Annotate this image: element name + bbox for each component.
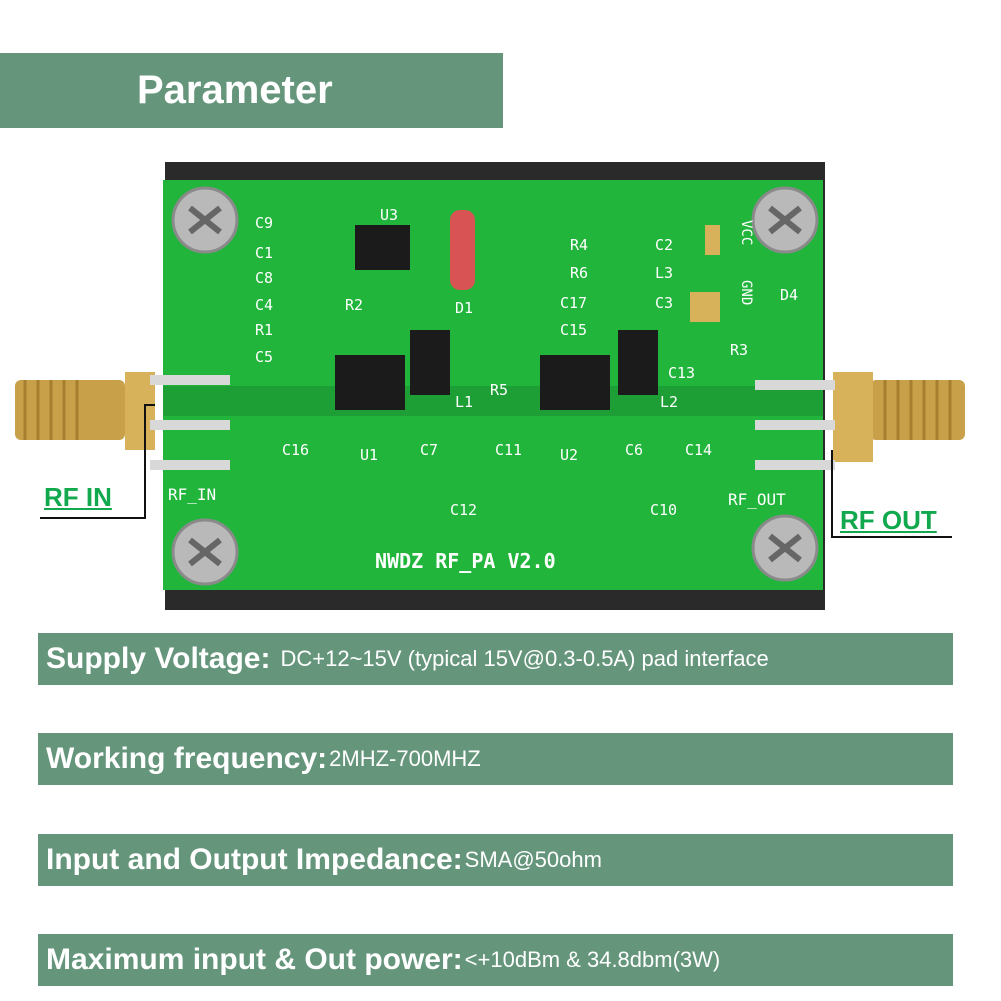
component-label-r1: R1 <box>255 321 273 339</box>
component-label-c16: C16 <box>282 441 309 459</box>
vcc-silk: VCC <box>738 220 754 245</box>
rf-out-callout-line <box>831 450 952 538</box>
component-label-c8: C8 <box>255 269 273 287</box>
component-label-r6: R6 <box>570 264 588 282</box>
component-label-c12: C12 <box>450 501 477 519</box>
screw-icon <box>751 514 819 582</box>
inductor-l2 <box>618 330 658 395</box>
screw-icon <box>171 518 239 586</box>
rf-trace <box>163 386 823 416</box>
component-label-c5: C5 <box>255 348 273 366</box>
component-label-r4: R4 <box>570 236 588 254</box>
component-label-c6: C6 <box>625 441 643 459</box>
component-label-d1: D1 <box>455 299 473 317</box>
banner-title: Parameter <box>137 68 333 112</box>
component-label-c9: C9 <box>255 214 273 232</box>
inductor-l1 <box>410 330 450 395</box>
chip-u1 <box>335 355 405 410</box>
gnd-pad <box>690 292 720 322</box>
spec-label: Maximum input & Out power: <box>46 943 463 976</box>
spec-working-frequency: Working frequency: 2MHZ-700MHZ <box>38 733 953 785</box>
component-label-c10: C10 <box>650 501 677 519</box>
component-label-c3: C3 <box>655 294 673 312</box>
component-label-l2: L2 <box>660 393 678 411</box>
diode-d1 <box>450 210 475 290</box>
rf-in-silk: RF_IN <box>168 485 216 504</box>
component-label-c13: C13 <box>668 364 695 382</box>
component-label-c15: C15 <box>560 321 587 339</box>
component-label-l3: L3 <box>655 264 673 282</box>
spec-max-power: Maximum input & Out power: <+10dBm & 34.… <box>38 934 953 986</box>
gnd-silk: GND <box>738 280 754 305</box>
component-label-c7: C7 <box>420 441 438 459</box>
chip-u3 <box>355 225 410 270</box>
component-label-d4: D4 <box>780 286 798 304</box>
spec-supply-voltage: Supply Voltage: DC+12~15V (typical 15V@0… <box>38 633 953 685</box>
component-label-c2: C2 <box>655 236 673 254</box>
component-label-r3: R3 <box>730 341 748 359</box>
rf-in-callout-line <box>40 404 155 519</box>
component-label-c17: C17 <box>560 294 587 312</box>
component-label-r2: R2 <box>345 296 363 314</box>
component-label-r5: R5 <box>490 381 508 399</box>
component-label-c14: C14 <box>685 441 712 459</box>
spec-value: 2MHZ-700MHZ <box>329 746 481 771</box>
component-label-c1: C1 <box>255 244 273 262</box>
component-label-u2: U2 <box>560 446 578 464</box>
rf-out-silk: RF_OUT <box>728 490 786 509</box>
component-label-c11: C11 <box>495 441 522 459</box>
component-label-u1: U1 <box>360 446 378 464</box>
screw-icon <box>171 186 239 254</box>
spec-label: Supply Voltage: <box>46 642 271 675</box>
component-label-l1: L1 <box>455 393 473 411</box>
component-label-c4: C4 <box>255 296 273 314</box>
chip-u2 <box>540 355 610 410</box>
spec-impedance: Input and Output Impedance: SMA@50ohm <box>38 834 953 886</box>
rf-in-label: RF IN <box>44 482 112 512</box>
spec-value: SMA@50ohm <box>464 847 602 872</box>
rf-out-label: RF OUT <box>840 505 937 535</box>
pcb-illustration: RF_IN RF_OUT NWDZ RF_PA V2.0 VCC GND C9C… <box>15 162 965 610</box>
board-silkscreen-title: NWDZ RF_PA V2.0 <box>375 549 556 573</box>
screw-icon <box>751 186 819 254</box>
vcc-pad <box>705 225 720 255</box>
component-label-u3: U3 <box>380 206 398 224</box>
spec-label: Input and Output Impedance: <box>46 843 463 876</box>
sma-connector-out-icon <box>755 372 965 470</box>
spec-value: DC+12~15V (typical 15V@0.3-0.5A) pad int… <box>280 646 769 671</box>
sma-connector-in-icon <box>15 372 230 470</box>
parameter-banner: Parameter <box>0 53 503 128</box>
spec-value: <+10dBm & 34.8dbm(3W) <box>464 947 721 972</box>
spec-label: Working frequency: <box>46 742 328 775</box>
